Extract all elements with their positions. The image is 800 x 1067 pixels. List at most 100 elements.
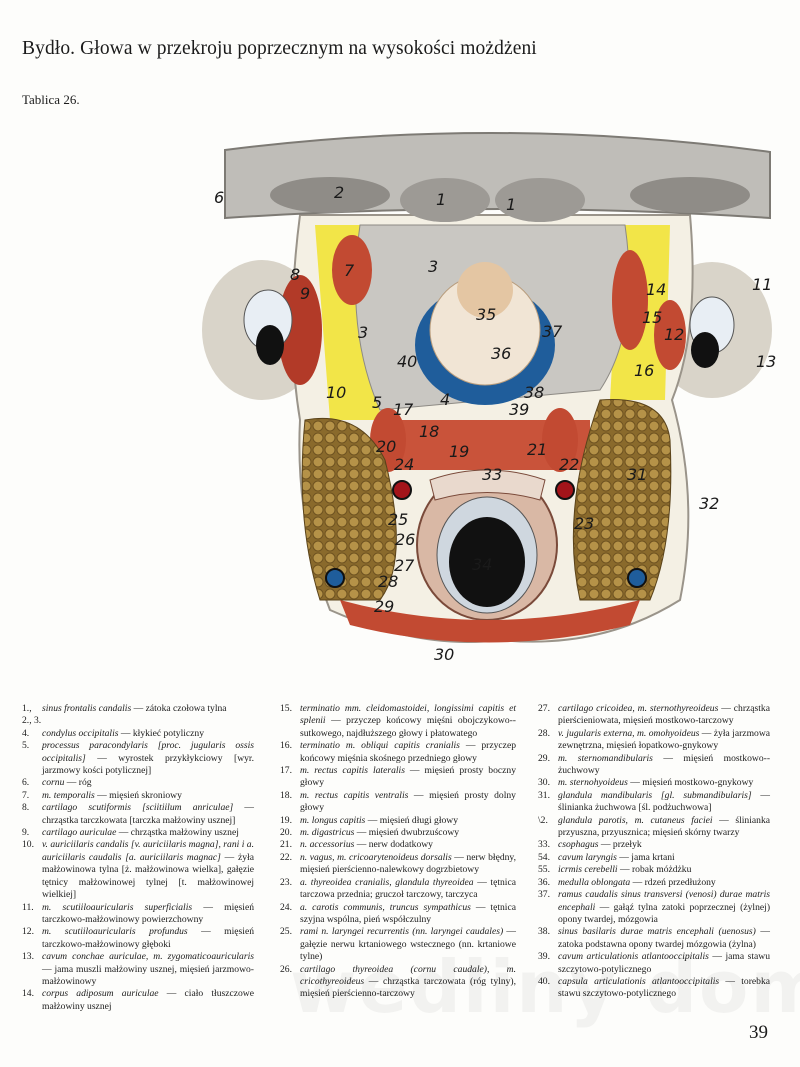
legend-number: 15.	[280, 703, 292, 714]
figure-label: 3	[358, 323, 368, 342]
legend-polish-term: gałąź tylna zatoki poprzecznej (żylnej) …	[558, 901, 771, 925]
legend-latin-term: a. carotis communis, truncus sympathicus	[300, 901, 471, 913]
legend-number: 36.	[538, 876, 550, 888]
legend-entry: 10.v. auriciilaris candalis [v. auriciil…	[22, 839, 255, 901]
figure-label: 13	[756, 352, 776, 371]
legend-latin-term: rami n. laryngei recurrentis (nn. laryng…	[300, 926, 504, 938]
legend-polish-term: nerw dodatkowy	[368, 839, 433, 851]
page-title: Bydło. Głowa w przekroju poprzecznym na …	[22, 38, 537, 59]
legend-latin-term: corpus adiposum auriculae	[42, 988, 159, 1000]
figure-label: 29	[374, 597, 394, 616]
legend-entry: 1., 2., 3.sinus frontalis candalis — zát…	[22, 703, 227, 727]
figure-label: 12	[664, 325, 684, 344]
legend-latin-term: glandula parotis, m. cutaneus faciei	[558, 814, 713, 826]
legend-polish-term: przyczep końcowy mięśni obojczykowo--sut…	[300, 715, 517, 739]
legend-latin-term: cavum conchae auriculae, m. zygomaticoau…	[42, 951, 254, 963]
legend-latin-term: processus paracondylaris [proc. jugulari…	[42, 740, 254, 764]
legend-latin-term: glandula mandibularis [gl. submandibular…	[558, 789, 752, 801]
legend-latin-term: cartilago scutiformis [sciitiilum anricu…	[42, 802, 234, 814]
legend-entry: 37.ramus caudalis sinus transversi (veno…	[538, 889, 771, 925]
legend-number: 20.	[280, 827, 292, 839]
figure-label: 15	[642, 308, 662, 327]
legend-latin-term: n. accessorius	[300, 839, 355, 851]
legend-polish-term: tętnica tarczowa przednia; gruczoł tarcz…	[300, 876, 516, 901]
legend-polish-term: rdzeń przedłużony	[644, 876, 716, 888]
figure-label: 40	[397, 352, 417, 371]
figure-label: 6	[214, 188, 224, 207]
digastricus	[542, 408, 578, 472]
legend-number: 26.	[280, 963, 292, 975]
legend-polish-term: mięsień skroniowy	[109, 789, 182, 801]
legend-number: 21.	[280, 839, 292, 851]
legend-entry: 20.m. digastricus — mięsień dwubrzuścowy	[280, 827, 460, 839]
legend-polish-term: tętnica szyjna wspólna, pień współczulny	[300, 901, 516, 925]
legend-entry: \2.glandula parotis, m. cutaneus faciei …	[538, 814, 770, 839]
legend-polish-term: chrząstka tarczkowata [tarczka małżowiny…	[42, 814, 236, 826]
legend-latin-term: n. vagus, m. cricoarytenoideus dorsalis	[300, 851, 452, 863]
legend-latin-term: m. temporalis	[42, 789, 95, 801]
figure-label: 24	[394, 455, 414, 474]
legend-entry: 7.m. temporalis — mięsień skroniowy	[22, 789, 182, 801]
legend-entry: 23.a. thyreoidea cranialis, glandula thy…	[280, 876, 516, 901]
legend-number: 9.	[22, 827, 30, 839]
legend-number: 23.	[280, 876, 292, 888]
figure-label: 21	[527, 440, 547, 459]
figure-label: 33	[482, 465, 502, 484]
legend-number: 40.	[538, 975, 550, 987]
legend-number: 38.	[538, 926, 550, 938]
legend-polish-term: mięsień mostkowo-gnykowy	[642, 777, 754, 789]
legend-latin-term: m. rectus capitis lateralis	[300, 765, 405, 777]
legend-polish-term: zatoka podstawna opony twardej mózgowia …	[558, 938, 756, 950]
legend-number: 22.	[280, 851, 292, 863]
legend-latin-term: cartilago thyreoidea (cornu caudale), m.…	[300, 963, 516, 987]
legend-latin-term: icrmis cerebelli	[558, 864, 618, 876]
figure-label: 20	[376, 437, 396, 456]
ear-muscle	[278, 275, 322, 385]
figure-label: 18	[419, 422, 439, 441]
legend-latin-term: cavum laryngis	[558, 851, 617, 863]
legend-polish-term: żyła jarzmowa zewnętrzna, mięsień łopatk…	[558, 727, 771, 752]
figure-label: 3	[428, 257, 438, 276]
legend-entry: 5.processus paracondylaris [proc. jugula…	[22, 740, 254, 777]
legend-number: 33.	[538, 839, 550, 851]
cerebellar-vermis	[457, 262, 513, 318]
figure-label: 31	[627, 465, 647, 484]
esophagus	[429, 469, 546, 501]
legend-entry: 14.corpus adiposum auriculae — ciało tłu…	[22, 988, 254, 1012]
figure-label: 8	[290, 265, 300, 284]
legend-number: 28.	[538, 727, 550, 739]
legend-number: 17.	[280, 765, 292, 777]
legend-entry: 33.csophagus — przełyk	[538, 839, 642, 851]
plate-number: Tablica 26.	[22, 92, 80, 107]
legend-latin-term: sinus frontalis candalis	[42, 703, 132, 714]
figure-label: 4	[440, 390, 450, 409]
figure-label: 35	[476, 305, 496, 324]
legend-latin-term: cartilago auriculae	[42, 827, 117, 839]
legend-polish-term: nerw błędny, mięsień pierścienno-nalewko…	[300, 851, 517, 876]
legend-entry: 4.condylus occipitalis — kłykieć potylic…	[22, 727, 205, 739]
figure-label: 10	[326, 383, 346, 402]
muscle-12	[654, 300, 686, 370]
figure-label: 1	[506, 195, 516, 214]
figure-label: 28	[378, 572, 398, 591]
legend-number: \2.	[538, 814, 548, 826]
figure-label: 38	[524, 383, 544, 402]
mandibular-gland	[572, 399, 672, 601]
legend-polish-term: robak móżdżku	[631, 864, 692, 876]
figure-label: 32	[699, 494, 719, 513]
legend-entry: 31.glandula mandibularis [gl. submandibu…	[538, 789, 770, 814]
legend-latin-term: capsula articulationis atlantooccipitali…	[558, 975, 720, 987]
legend-polish-term: kłykieć potyliczny	[132, 727, 205, 739]
legend-entry: 27.cartilago cricoidea, m. sternothyreoi…	[538, 703, 770, 727]
legend-polish-term: jama muszli małżowiny usznej, mięsień ja…	[42, 963, 254, 987]
legend-number: 10.	[22, 839, 34, 851]
legend-entry: 24.a. carotis communis, truncus sympathi…	[280, 901, 516, 925]
legend-entry: 8.cartilago scutiformis [sciitiilum anri…	[22, 802, 254, 826]
carotid-artery	[392, 480, 412, 500]
frontal-sinus	[400, 178, 490, 222]
temporalis-muscle	[612, 250, 648, 350]
legend-polish-term: zátoka czołowa tylna	[145, 703, 227, 714]
frontal-sinus	[270, 177, 390, 213]
legend-number: 27.	[538, 703, 550, 714]
figure-label: 17	[393, 400, 414, 419]
